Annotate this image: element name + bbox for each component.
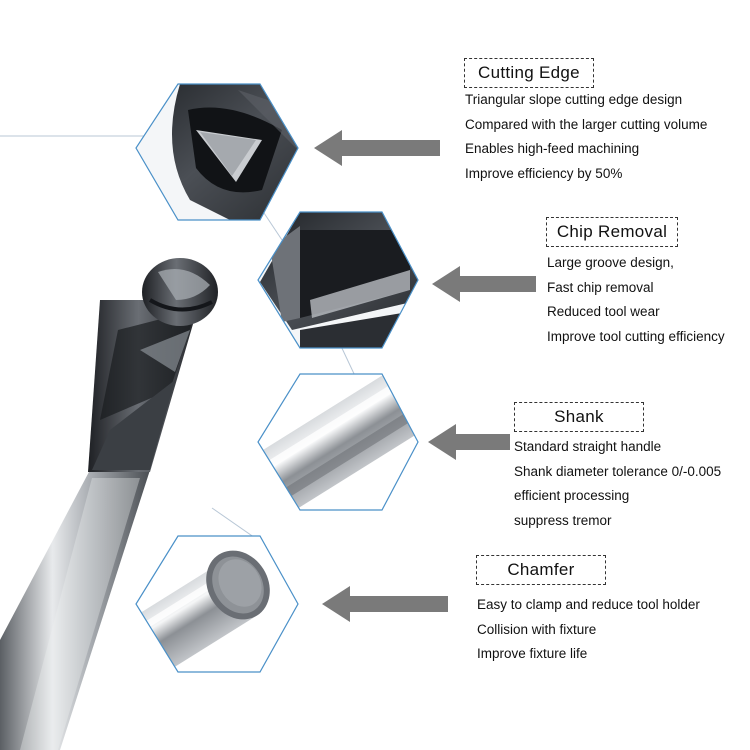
feature-line: Easy to clamp and reduce tool holder <box>477 597 700 612</box>
feature-line: Triangular slope cutting edge design <box>465 92 683 107</box>
chip-removal-closeup-image <box>257 211 419 349</box>
feature-line: Standard straight handle <box>514 439 662 454</box>
feature-description-chip-removal: Large groove design, Fast chip removal R… <box>547 251 725 349</box>
end-mill-tool-image <box>0 258 218 750</box>
guide-line <box>211 507 259 541</box>
arrow-left-icon <box>322 586 448 622</box>
feature-line: Enables high-feed machining <box>465 141 640 156</box>
arrow-left-icon <box>314 130 440 166</box>
guide-line <box>261 209 283 241</box>
feature-line: Fast chip removal <box>547 279 654 295</box>
hex-frame <box>257 211 419 349</box>
feature-line: Shank diameter tolerance 0/-0.005 <box>514 463 722 479</box>
arrow-left-icon <box>432 266 536 302</box>
hex-frame <box>257 373 419 511</box>
feature-line: efficient processing <box>514 488 630 503</box>
feature-line: Improve fixture life <box>477 646 588 661</box>
feature-line: Compared with the larger cutting volume <box>465 116 708 132</box>
feature-description-chamfer: Easy to clamp and reduce tool holder Col… <box>477 593 700 667</box>
feature-line: suppress tremor <box>514 512 612 528</box>
feature-title-cutting-edge: Cutting Edge <box>464 58 594 88</box>
cutting-edge-closeup-image <box>135 83 299 221</box>
feature-description-shank: Standard straight handle Shank diameter … <box>514 435 721 533</box>
feature-title-chamfer: Chamfer <box>476 555 606 585</box>
feature-description-cutting-edge: Triangular slope cutting edge design Com… <box>465 88 707 186</box>
feature-line: Collision with fixture <box>477 621 597 637</box>
feature-line: Improve tool cutting efficiency <box>547 328 725 344</box>
feature-title-shank: Shank <box>514 402 644 432</box>
feature-line: Improve efficiency by 50% <box>465 165 623 181</box>
arrow-left-icon <box>428 424 510 460</box>
hex-frame <box>135 83 299 221</box>
hex-frame <box>135 535 299 673</box>
chamfer-closeup-image <box>135 535 299 673</box>
feature-line: Large groove design, <box>547 255 674 270</box>
shank-closeup-image <box>257 373 419 511</box>
feature-line: Reduced tool wear <box>547 304 660 319</box>
feature-title-chip-removal: Chip Removal <box>546 217 678 247</box>
guide-line <box>339 343 357 379</box>
